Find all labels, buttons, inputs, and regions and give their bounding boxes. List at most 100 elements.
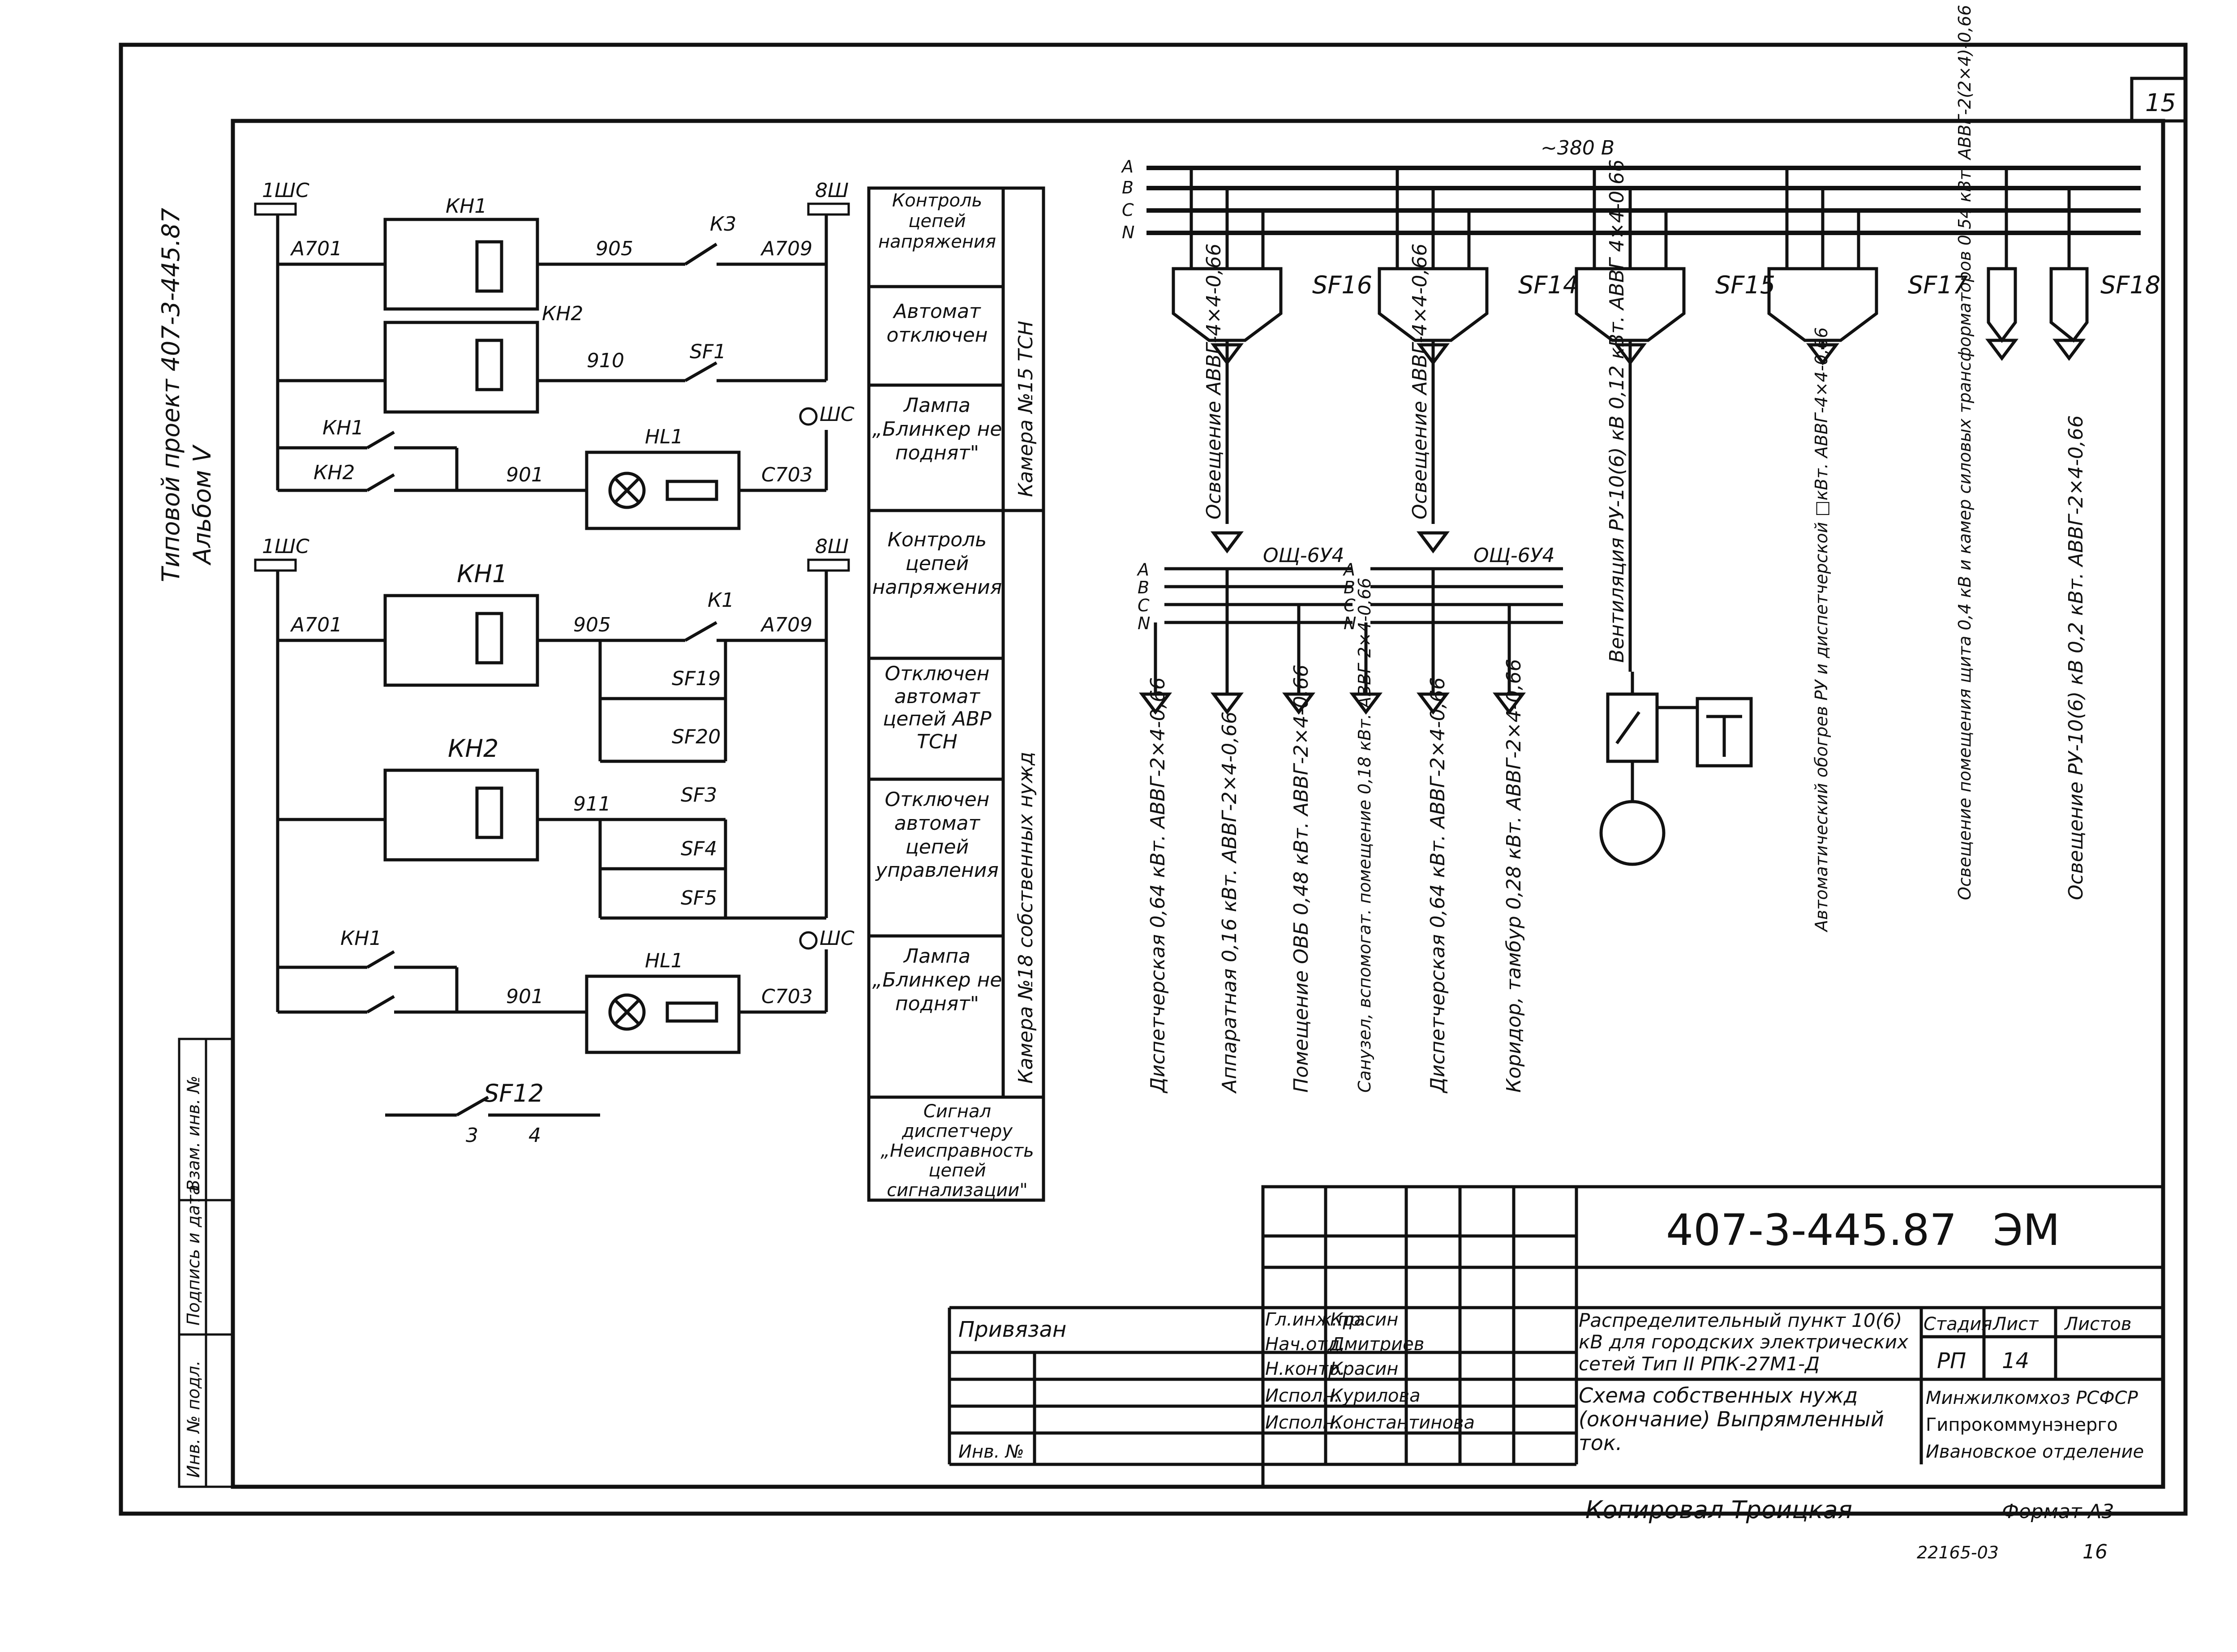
panel1-out-1: Диспетчерская 0,64 кВт. АВВГ-2×4-0,66	[1146, 677, 1169, 1094]
feeder-6: Освещение РУ-10(6) кВ 0,2 кВт. АВВГ-2×4-…	[2065, 415, 2087, 900]
svg-text:SF17: SF17	[1908, 271, 1968, 299]
sf12-switch: SF12 3 4	[385, 1079, 600, 1147]
svg-text:1ШС: 1ШС	[262, 535, 309, 558]
svg-text:С703: С703	[761, 985, 813, 1008]
svg-text:КН2: КН2	[313, 461, 355, 484]
breaker-sf18: SF18	[1985, 168, 2160, 361]
breakers: SF16 SF14 SF15	[1172, 168, 2160, 672]
format: Формат А3	[2002, 1500, 2114, 1523]
svg-text:SF20: SF20	[672, 725, 721, 748]
svg-text:8Ш: 8Ш	[815, 535, 849, 558]
svg-text:Красин: Красин	[1330, 1309, 1398, 1330]
svg-text:901: 901	[506, 985, 544, 1008]
svg-text:1ШС: 1ШС	[262, 179, 309, 202]
circuit-top: 1ШС 8Ш КН1 А701 905 К3 А709 КН2 910 SF1 …	[254, 179, 854, 530]
svg-text:А: А	[1121, 157, 1134, 176]
page-number: 16	[2082, 1540, 2108, 1563]
circuit-bottom: 1ШС 8Ш КН1 А701 905 К1 А709 SF19 SF20 КН…	[254, 535, 854, 1054]
breaker-sf16: SF16	[1172, 168, 1372, 524]
svg-text:А709: А709	[760, 237, 812, 260]
outer-frame: 15	[119, 43, 2188, 1516]
svg-text:Минжилкомхоз РСФСР: Минжилкомхоз РСФСР	[1926, 1388, 2138, 1408]
svg-text:Листов: Листов	[2064, 1314, 2131, 1334]
svg-text:SF12: SF12	[484, 1079, 544, 1107]
svg-text:N: N	[1344, 614, 1356, 633]
legend-bottom-3: Отключен автомат цепей управления	[876, 788, 999, 882]
panel2-out-3: Коридор, тамбур 0,28 кВт. АВВГ-2×4-0,66	[1503, 659, 1525, 1093]
sheet-value: 14	[2002, 1348, 2029, 1373]
svg-text:SF18: SF18	[2100, 271, 2160, 299]
svg-text:Курилова: Курилова	[1330, 1386, 1421, 1406]
drawing-description: Схема собственных нужд (окончание) Выпря…	[1579, 1384, 1884, 1455]
side-col-sign: Подпись и дата	[184, 1184, 203, 1326]
project-description: Распределительный пункт 10(6) кВ для гор…	[1579, 1310, 1908, 1375]
side-col-replace: Взам. инв. №	[184, 1076, 203, 1191]
svg-text:А701: А701	[290, 237, 342, 260]
svg-text:К1: К1	[708, 589, 734, 612]
svg-text:N: N	[1138, 614, 1150, 633]
svg-text:Константинова: Константинова	[1330, 1412, 1475, 1433]
svg-text:SF15: SF15	[1715, 271, 1775, 299]
legend-table: Контроль цепей напряжения Автомат отключ…	[867, 186, 1045, 1202]
svg-text:КН1: КН1	[340, 927, 382, 950]
svg-text:ШС: ШС	[820, 403, 854, 426]
svg-text:Лист: Лист	[1992, 1314, 2039, 1334]
svg-text:ОЩ-6У4: ОЩ-6У4	[1263, 544, 1344, 567]
breaker-sf15: SF15	[1575, 168, 1775, 672]
side-col-inv: Инв. № подл.	[184, 1360, 203, 1478]
feeder-2: Освещение АВВГ-4×4-0,66	[1408, 244, 1431, 519]
inv-no: Инв. №	[958, 1442, 1024, 1462]
ventilation-motor	[1599, 672, 1753, 866]
svg-text:SF19: SF19	[672, 667, 721, 690]
vertical-title: Типовой проект 407-3-445.87 Альбом V	[157, 208, 216, 582]
panel1-out-3: Помещение ОВБ 0,48 кВт. АВВГ-2×4-0,66	[1290, 665, 1313, 1093]
svg-text:Н.контр.: Н.контр.	[1265, 1359, 1345, 1379]
svg-text:С: С	[1138, 596, 1150, 615]
feeder-1: Освещение АВВГ-4×4-0,66	[1202, 244, 1225, 519]
svg-text:HL1: HL1	[645, 425, 683, 448]
svg-text:В: В	[1138, 578, 1149, 597]
project-title-vertical: Типовой проект 407-3-445.87	[157, 208, 185, 582]
feeder-4: Автоматический обогрев РУ и диспетчерско…	[1812, 327, 1831, 933]
svg-text:ОЩ-6У4: ОЩ-6У4	[1473, 544, 1554, 567]
footer: Копировал Троицкая Формат А3 22165-03 16	[1585, 1496, 2114, 1563]
svg-text:SF3: SF3	[681, 784, 717, 807]
svg-text:SF5: SF5	[681, 887, 717, 910]
svg-text:К3: К3	[710, 213, 736, 236]
side-stamp: Инв. № подл. Подпись и дата Взам. инв. №	[178, 1038, 234, 1488]
svg-text:905: 905	[573, 614, 611, 636]
svg-text:С703: С703	[761, 463, 813, 486]
svg-text:КН2: КН2	[542, 302, 583, 325]
svg-text:SF4: SF4	[681, 837, 717, 860]
svg-text:901: 901	[506, 463, 544, 486]
copied-by: Копировал Троицкая	[1585, 1496, 1852, 1524]
svg-text:911: 911	[573, 793, 611, 815]
doc-mark: ЭМ	[1993, 1205, 2060, 1255]
svg-text:N: N	[1122, 223, 1134, 242]
svg-text:HL1: HL1	[645, 949, 683, 972]
svg-text:Нач.отд.: Нач.отд.	[1265, 1334, 1345, 1355]
breaker-sf14: SF14	[1378, 168, 1578, 524]
svg-text:А: А	[1342, 560, 1355, 579]
svg-text:КН1: КН1	[322, 416, 364, 439]
bus-voltage: ~380 В	[1541, 137, 1614, 159]
legend-bottom-1: Контроль цепей напряжения	[872, 528, 1002, 599]
privyazan: Привязан	[958, 1317, 1066, 1342]
feeder-3: Вентиляция РУ-10(6) кВ 0,12 кВт. АВВГ 4×…	[1606, 159, 1628, 663]
legend-top-3: Лампа „Блинкер не поднят"	[872, 394, 1002, 464]
svg-text:Стадия: Стадия	[1924, 1314, 1992, 1334]
order-number: 22165-03	[1917, 1543, 1999, 1562]
svg-text:В: В	[1122, 178, 1134, 197]
legend-bottom-5: Сигнал диспетчеру „Неисправность цепей с…	[880, 1102, 1034, 1200]
svg-text:910: 910	[587, 349, 624, 372]
feeder-5: Освещение помещения щита 0,4 кВ и камер …	[1955, 5, 1975, 900]
svg-text:С: С	[1344, 596, 1356, 615]
svg-text:ШС: ШС	[820, 927, 854, 950]
svg-text:Гипрокоммунэнерго: Гипрокоммунэнерго	[1926, 1415, 2118, 1435]
svg-text:А701: А701	[290, 614, 342, 636]
svg-text:4: 4	[528, 1124, 541, 1147]
lighting-panel-2: ОЩ-6У4 А В С N Санузел, вспомогат. помещ…	[1342, 531, 1563, 1094]
svg-text:КН1: КН1	[457, 560, 507, 588]
svg-text:SF14: SF14	[1518, 271, 1578, 299]
